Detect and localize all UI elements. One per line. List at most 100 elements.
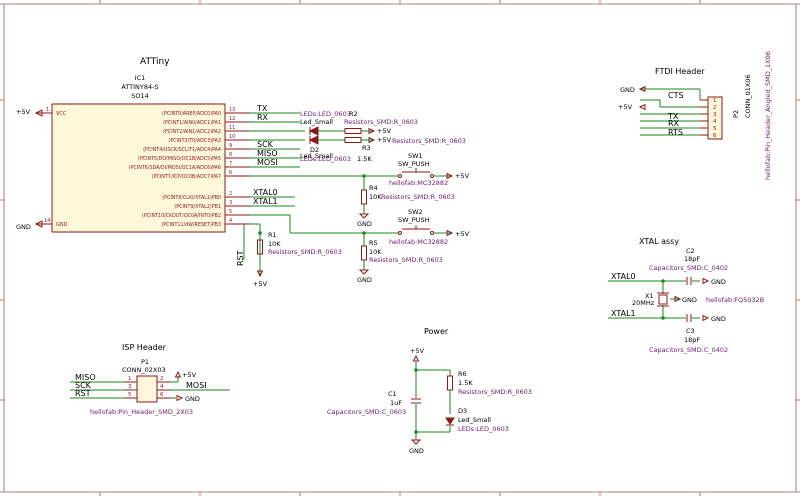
pin-num-6: 6 — [229, 170, 232, 176]
r6-value: 1.5K — [458, 379, 473, 387]
net-label-miso: MISO — [257, 149, 278, 158]
xtal-net0: XTAL0 — [611, 272, 636, 281]
xtal1-junction — [661, 316, 665, 320]
isp-gnd: GND — [185, 395, 200, 403]
isp-wires — [70, 376, 230, 399]
attiny-net-wires — [243, 112, 398, 276]
ftdi-connector-body — [707, 96, 723, 140]
sw1-supply-arrow — [446, 172, 454, 180]
sw2-symbol — [398, 225, 434, 235]
isp-net-mosi: MOSI — [186, 381, 207, 390]
attiny-body — [51, 103, 226, 233]
c1-value: 1uF — [390, 399, 402, 407]
isp-pin-2: 2 — [160, 376, 164, 382]
sw1-symbol — [398, 168, 434, 178]
c3-gnd-arrow — [702, 314, 710, 322]
ftdi-net-cts: CTS — [668, 91, 684, 100]
net-label-rx: RX — [257, 113, 269, 122]
pin-num-8: 8 — [229, 152, 232, 158]
r4-value: 10K — [369, 193, 382, 201]
reset-block: R1 10K Resistors_SMD:R_0603 +5V — [253, 231, 342, 288]
isp-supply: +5V — [182, 371, 197, 379]
c1-footprint: Capacitors_SMD:C_0603 — [327, 408, 406, 416]
pin-name-pb1: (PCINT9/XTAL2)PB1 — [174, 204, 221, 210]
switches-block: SW1 SW_PUSH +5V hellofab:MC32882 R4 10K … — [357, 152, 470, 284]
ftdi-block: FTDI Header 1 2 3 4 5 6 CTS TX RX — [618, 51, 772, 180]
power-gnd: GND — [409, 447, 424, 455]
ftdi-supply: +5V — [618, 103, 633, 111]
pin-num-13: 13 — [229, 107, 235, 113]
xtal-wires — [608, 280, 700, 319]
r4-ref: R4 — [369, 184, 378, 192]
x1-gnd-arrow — [674, 295, 682, 303]
ftdi-gnd: GND — [620, 86, 635, 94]
c3-ref: C3 — [686, 327, 695, 335]
r1-junction — [258, 231, 262, 235]
pin-name-pb2: (PCINT10/CKOUT/OC0A/INT0)PB2 — [142, 213, 221, 219]
sw1-type: SW_PUSH — [398, 160, 430, 168]
attiny-section-title: ATTiny — [140, 57, 170, 67]
c3-symbol — [686, 314, 692, 322]
isp-net-sck: SCK — [75, 381, 92, 390]
pin-num-12: 12 — [229, 116, 235, 122]
ftdi-value: CONN_01X06 — [744, 74, 752, 118]
isp-pin-6: 6 — [160, 392, 164, 398]
isp-section-title: ISP Header — [122, 343, 167, 352]
r2-body — [344, 128, 362, 134]
led-supply-arrow-1 — [368, 127, 376, 135]
isp-pin-lines — [124, 381, 170, 399]
attiny-package: SO14 — [131, 92, 149, 100]
x1-ref: X1 — [645, 292, 654, 300]
attiny-right-pins — [225, 112, 250, 225]
isp-connector-body — [136, 375, 158, 403]
power-section-title: Power — [424, 327, 449, 336]
c1-symbol — [411, 398, 421, 404]
net-label-tx: TX — [256, 104, 268, 113]
sheet-frame — [0, 3, 800, 493]
pin-name-pa6: (PCINT6/SDA/DI/MOSI/OC1A/ADC6)PA6 — [129, 165, 221, 171]
isp-pin-3: 3 — [128, 384, 132, 390]
isp-supply-arrow — [174, 370, 182, 378]
pin-name-pa2: (PCINT2/AIN1/ADC2)PA2 — [163, 129, 221, 135]
r1-supply-arrow — [256, 270, 264, 278]
attiny-pin-numbers: 13 12 11 10 9 8 7 6 2 3 5 4 — [229, 107, 235, 224]
led-wires — [318, 130, 374, 141]
r6-body — [447, 375, 453, 391]
r1-ref: R1 — [268, 231, 277, 239]
pin-num-11: 11 — [229, 125, 235, 131]
ftdi-net-tx: TX — [667, 112, 679, 121]
sw2-ref: SW2 — [408, 208, 423, 216]
r5-footprint: Resistors_SMD:R_0603 — [369, 256, 443, 264]
ftdi-wires — [640, 88, 701, 136]
isp-block: ISP Header P1 CONN_02X03 1 3 5 2 4 6 MIS… — [70, 343, 230, 416]
ftdi-pin-5: 5 — [713, 126, 717, 132]
led2-small-label: Led_Small — [300, 152, 333, 160]
ftdi-footprint: hellofab:Pin_Header_Angled_SMD_1X06 — [764, 51, 772, 180]
pin-name-pa7: (PCINT7/ICP/OC0B/ADC7)PA7 — [152, 174, 221, 180]
r4-footprint: Resistors_SMD:R_0603 — [381, 193, 455, 201]
ftdi-ref: P2 — [732, 110, 740, 118]
pin-num-4: 4 — [229, 218, 232, 224]
c1-ref: C1 — [388, 390, 397, 398]
ftdi-pin-4: 4 — [713, 119, 717, 125]
net-label-rst: RST — [236, 250, 245, 266]
led-supply-arrow-2 — [368, 136, 376, 144]
r4-gnd: GND — [357, 220, 372, 228]
r4-body — [361, 189, 367, 205]
r6-ref: R6 — [458, 370, 467, 378]
attiny-value: ATTINY84-S — [121, 83, 158, 91]
power-junction-bottom — [414, 430, 418, 434]
led2-footprint: LEDs:LED_0603 — [300, 155, 351, 163]
ftdi-pin-6: 6 — [713, 133, 717, 139]
r5-ref: R5 — [369, 239, 378, 247]
sw2-type: SW_PUSH — [398, 216, 430, 224]
net-label-mosi: MOSI — [257, 158, 278, 167]
r5-gnd-symbol — [358, 269, 370, 275]
led1-symbol — [308, 126, 319, 136]
c2-footprint: Capacitors_SMD:C_0402 — [649, 264, 728, 272]
net-label-sck: SCK — [257, 140, 274, 149]
pin-name-pa4: (PCINT4/USCK/SCL/T1/ADC4)PA4 — [143, 147, 221, 153]
x1-body — [658, 294, 668, 305]
ftdi-net-rx: RX — [668, 119, 680, 128]
